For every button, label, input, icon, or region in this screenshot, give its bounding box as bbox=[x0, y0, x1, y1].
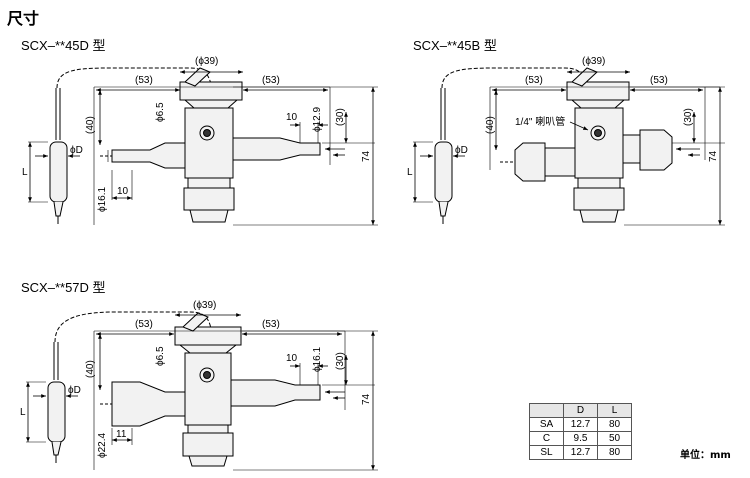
table-cell: 50 bbox=[597, 431, 632, 446]
lower-nut bbox=[183, 187, 235, 211]
dim-inlet-len: 10 bbox=[117, 186, 129, 197]
table-header-cell bbox=[529, 403, 564, 418]
model-label-45d: SCX–**45D 型 bbox=[21, 38, 106, 53]
dim-right-span-57d: (53) bbox=[262, 319, 280, 330]
dim-left-span-57d: (53) bbox=[135, 319, 153, 330]
valve-body bbox=[184, 107, 234, 179]
table-cell: 12.7 bbox=[563, 445, 598, 460]
drawing-45b bbox=[413, 67, 725, 226]
capillary-tube bbox=[56, 67, 213, 91]
dim-head-dia-45b: (ϕ39) bbox=[582, 56, 605, 67]
dim-upper-height-57d: (40) bbox=[85, 360, 96, 378]
dim-upper-height-45b: (40) bbox=[485, 116, 496, 134]
dim-bulb-len: L bbox=[22, 167, 28, 178]
sensing-bulb bbox=[49, 88, 68, 224]
dim-bulb-len-57d: L bbox=[20, 407, 26, 418]
dim-total-height-45b: 74 bbox=[708, 150, 719, 162]
table-cell: 12.7 bbox=[563, 417, 598, 432]
outlet-pipe bbox=[232, 137, 321, 161]
dim-left-span: (53) bbox=[135, 75, 153, 86]
table-row: SL 12.7 80 bbox=[529, 445, 632, 460]
table-row: SA 12.7 80 bbox=[529, 417, 632, 432]
table-cell: 9.5 bbox=[563, 431, 598, 446]
table-cell: 80 bbox=[597, 417, 632, 432]
table-header-row: D L bbox=[529, 403, 632, 418]
dim-inlet-dia: ϕ16.1 bbox=[97, 186, 108, 212]
dim-head-dia-57d: (ϕ39) bbox=[193, 300, 216, 311]
table-header-cell: L bbox=[597, 403, 632, 418]
drawing-45d bbox=[28, 67, 378, 226]
model-label-45b: SCX–**45B 型 bbox=[413, 38, 497, 53]
dim-outlet-height-57d: (30) bbox=[335, 352, 346, 370]
labels-45b: (ϕ39) (53) (53) (40) ϕD L 1/4" 喇叭管 (30) … bbox=[407, 56, 719, 178]
inlet-pipe bbox=[111, 142, 186, 169]
dim-outlet-dia-57d: ϕ16.1 bbox=[312, 346, 323, 372]
table-cell: C bbox=[529, 431, 564, 446]
dim-right-span: (53) bbox=[262, 75, 280, 86]
labels-57d: (ϕ39) (53) (53) ϕ6.5 (40) ϕD L 10 ϕ16.1 … bbox=[20, 300, 372, 458]
flare-note-45b: 1/4" 喇叭管 bbox=[515, 115, 565, 128]
table-cell: SA bbox=[529, 417, 564, 432]
dim-outlet-height: (30) bbox=[335, 108, 346, 126]
sensing-bulb-45b bbox=[434, 88, 453, 224]
capillary-tube-57d bbox=[54, 311, 213, 343]
dim-total-height: 74 bbox=[361, 150, 372, 162]
capillary-tube-45b bbox=[441, 67, 589, 91]
units-note: 单位：mm bbox=[680, 450, 731, 461]
dim-left-span-45b: (53) bbox=[525, 75, 543, 86]
dim-outlet-len-57d: 10 bbox=[286, 353, 298, 364]
dim-stem-dia-57d: ϕ6.5 bbox=[155, 346, 166, 366]
table-row: C 9.5 50 bbox=[529, 431, 632, 446]
dim-bulb-dia-57d: ϕD bbox=[68, 385, 81, 396]
dim-head-dia: (ϕ39) bbox=[195, 56, 218, 67]
sensing-bulb-57d bbox=[47, 342, 66, 463]
dim-bulb-dia-45b: ϕD bbox=[455, 145, 468, 156]
dim-upper-height: (40) bbox=[85, 116, 96, 134]
diaphragm-head bbox=[179, 81, 243, 101]
dim-outlet-dia: ϕ12.9 bbox=[312, 106, 323, 132]
drawing-57d bbox=[26, 311, 378, 471]
page-title: 尺寸 bbox=[7, 9, 40, 28]
labels-45d: (ϕ39) (53) (53) ϕ6.5 (40) ϕD L 10 ϕ12.9 … bbox=[22, 56, 372, 212]
dimension-table: D L SA 12.7 80 C 9.5 50 SL 12.7 80 bbox=[529, 403, 632, 460]
dim-outlet-len: 10 bbox=[286, 112, 298, 123]
dim-bulb-dia: ϕD bbox=[70, 145, 83, 156]
dim-inlet-len-57d: 11 bbox=[116, 429, 127, 440]
dim-stem-dia: ϕ6.5 bbox=[155, 102, 166, 122]
flare-nut-left bbox=[514, 142, 546, 182]
dim-inlet-dia-57d: ϕ22.4 bbox=[97, 432, 108, 458]
table-cell: 80 bbox=[597, 445, 632, 460]
dim-outlet-height-45b: (30) bbox=[683, 108, 694, 126]
model-label-57d: SCX–**57D 型 bbox=[21, 280, 106, 295]
dim-bulb-len-45b: L bbox=[407, 167, 413, 178]
table-cell: SL bbox=[529, 445, 564, 460]
table-header-cell: D bbox=[563, 403, 598, 418]
dim-total-height-57d: 74 bbox=[361, 393, 372, 405]
flare-nut-right bbox=[639, 129, 673, 171]
dim-right-span-45b: (53) bbox=[650, 75, 668, 86]
